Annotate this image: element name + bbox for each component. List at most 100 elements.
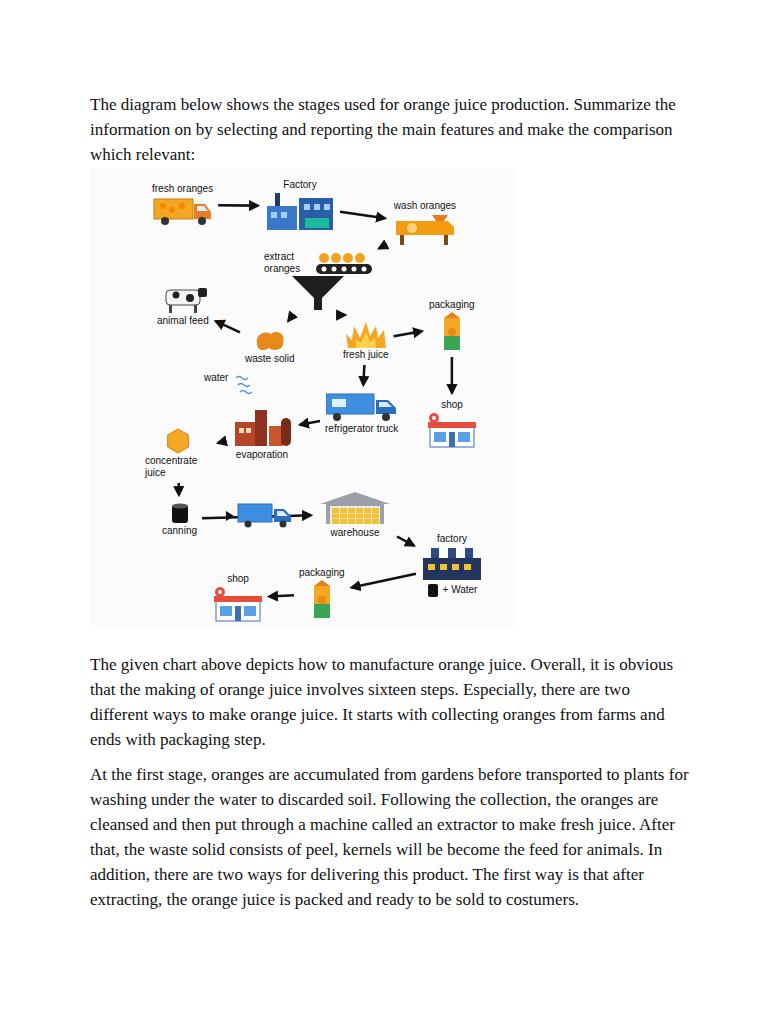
- icon-shape: [364, 514, 371, 519]
- stage-icon: [427, 582, 439, 598]
- stage-label: wash oranges: [394, 200, 456, 212]
- flow-arrow: [379, 244, 387, 248]
- icon-shape: [299, 198, 333, 230]
- stage-label: warehouse: [331, 527, 380, 539]
- flow-arrow: [397, 537, 414, 546]
- stage-node: refrigerator truck: [323, 390, 400, 436]
- icon-shape: [197, 206, 208, 211]
- icon-shape: [423, 558, 481, 580]
- flow-arrow: [340, 212, 385, 218]
- stage-icon: [292, 276, 344, 310]
- stage-label: evaporation: [236, 449, 288, 461]
- icon-shape: [364, 508, 371, 513]
- icon-shape: [179, 203, 185, 209]
- icon-shape: [348, 508, 355, 513]
- icon-shape: [154, 199, 193, 219]
- icon-shape: [362, 267, 367, 272]
- icon-shape: [305, 218, 329, 228]
- icon-shape: [343, 253, 353, 263]
- stage-node: shop: [212, 572, 264, 624]
- icon-shape: [330, 506, 380, 524]
- icon-shape: [444, 312, 460, 318]
- truck-window: [277, 511, 288, 516]
- icon-shape: [239, 428, 244, 433]
- icon-shape: [372, 508, 379, 513]
- icon-shape: [322, 267, 327, 272]
- icon-shape: [364, 519, 371, 524]
- stage-icon: [421, 546, 483, 580]
- flow-arrow: [363, 365, 364, 385]
- icon-shape: [316, 264, 372, 274]
- icon-shape: [244, 606, 256, 616]
- icon-shape: [267, 206, 297, 230]
- icon-shape: [432, 416, 436, 420]
- icon-shape: [346, 322, 386, 348]
- stage-label: concentrate juice: [145, 455, 211, 479]
- stage-label: shop: [441, 399, 463, 411]
- icon-shape: [356, 508, 363, 513]
- icon-shape: [275, 193, 280, 206]
- icon-shape: [465, 548, 473, 558]
- node-row: extract oranges: [264, 251, 372, 275]
- stage-node: concentrate juice: [143, 426, 213, 480]
- stage-label: extract oranges: [264, 251, 312, 275]
- icon-shape: [331, 253, 341, 263]
- icon-shape: [214, 596, 262, 602]
- vapour-wave: [238, 384, 250, 387]
- flow-arrow: [218, 441, 226, 443]
- icon-shape: [269, 426, 283, 446]
- icon-shape: [340, 508, 347, 513]
- truck-cab: [274, 509, 291, 522]
- icon-shape: [444, 235, 448, 245]
- icon-shape: [332, 519, 339, 524]
- icon-shape: [333, 413, 341, 421]
- stage-label: shop: [227, 573, 249, 585]
- icon-shape: [168, 429, 189, 453]
- icon-shape: [198, 288, 207, 297]
- vapour-wave: [236, 377, 248, 380]
- icon-shape: [292, 276, 344, 310]
- arrow-head: [226, 511, 234, 521]
- flow-arrow: [216, 321, 240, 332]
- icon-shape: [356, 514, 363, 519]
- icon-shape: [342, 267, 347, 272]
- icon-shape: [220, 606, 232, 616]
- icon-shape: [432, 215, 448, 221]
- stage-icon: [253, 328, 287, 352]
- icon-shape: [458, 432, 470, 442]
- stage-label: fresh oranges: [152, 183, 213, 195]
- icon-shape: [324, 204, 330, 210]
- icon-shape: [169, 207, 175, 213]
- icon-shape: [332, 399, 346, 407]
- stage-label: canning: [162, 525, 197, 537]
- stage-node: fresh oranges: [150, 182, 215, 228]
- icon-shape: [356, 332, 376, 348]
- icon-shape: [255, 410, 267, 446]
- stage-node: packaging: [427, 298, 477, 354]
- icon-shape: [431, 548, 439, 558]
- essay-paragraph: At the first stage, oranges are accumula…: [90, 762, 690, 912]
- icon-shape: [428, 584, 438, 597]
- stage-icon: [265, 192, 335, 232]
- icon-shape: [355, 253, 365, 263]
- icon-shape: [348, 519, 355, 524]
- icon-shape: [372, 514, 379, 519]
- icon-shape: [340, 519, 347, 524]
- icon-shape: [428, 564, 435, 570]
- icon-shape: [281, 418, 291, 446]
- truck-wheel: [280, 521, 287, 528]
- stage-node: extract oranges: [262, 250, 374, 312]
- stage-icon: [311, 580, 333, 620]
- stage-node: fresh juice: [341, 320, 391, 362]
- icon-shape: [400, 235, 404, 245]
- stage-node: packaging: [297, 566, 347, 622]
- stage-label: factory: [437, 533, 467, 545]
- icon-shape: [235, 422, 255, 446]
- stage-label: + Water: [443, 584, 478, 596]
- icon-shape: [218, 590, 222, 594]
- flow-arrow: [394, 331, 422, 336]
- icon-shape: [332, 508, 339, 513]
- stage-icon: [165, 428, 191, 454]
- essay-paragraph: The given chart above depicts how to man…: [90, 652, 690, 752]
